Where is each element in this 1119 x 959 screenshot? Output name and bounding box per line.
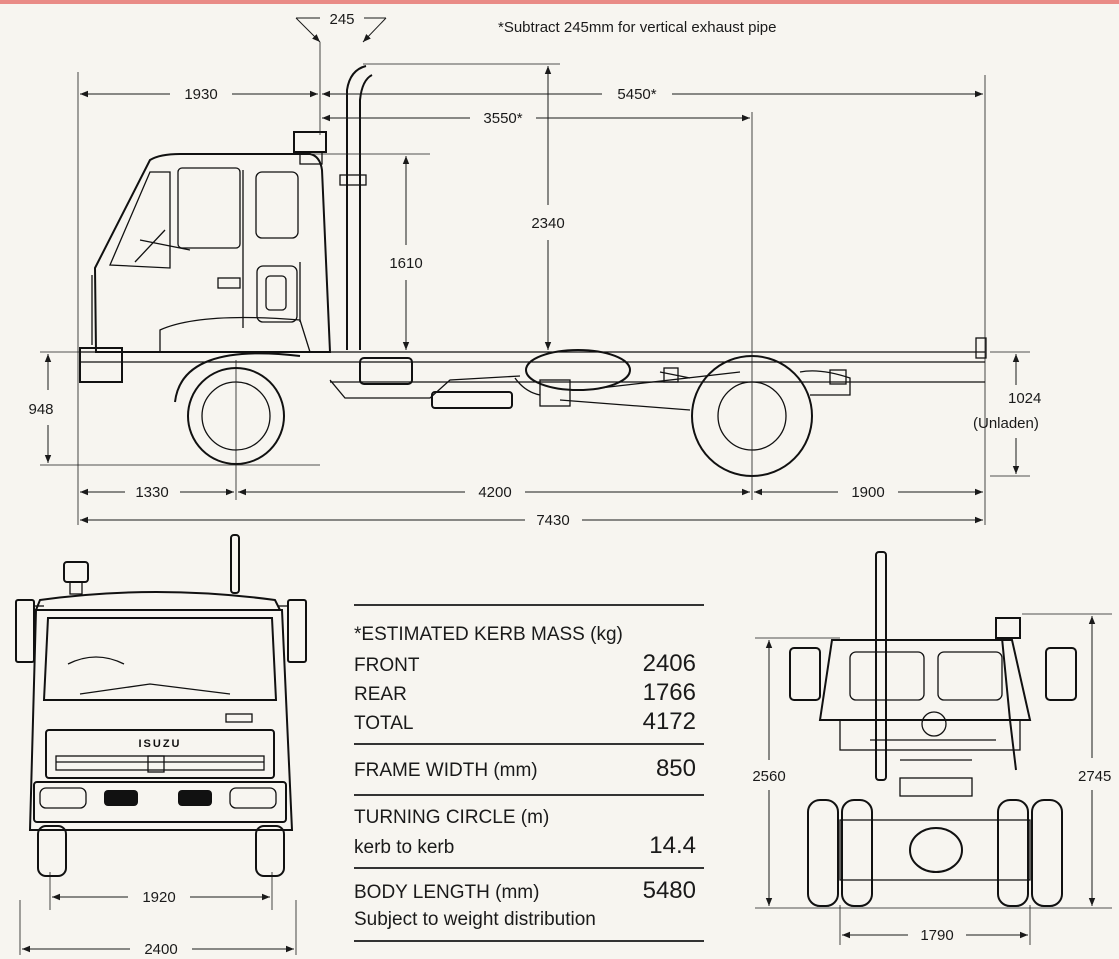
body-length-section: BODY LENGTH (mm) 5480 Subject to weight … [354,869,704,940]
dim-rear-overhang: 1900 [851,484,884,501]
body-length-note: Subject to weight distribution [354,909,596,930]
dim-overall-length: 7430 [536,512,569,529]
turning-circle-title: TURNING CIRCLE (m) [354,807,550,828]
dim-rear-height: 1024 [1008,390,1041,407]
front-view-dimensions: 1920 2400 [22,889,294,958]
spec-divider [354,794,704,796]
turning-circle-row: kerb to kerb 14.4 [354,832,696,861]
frame-width-label: FRAME WIDTH (mm) [354,760,538,781]
dim-front-track: 1920 [142,889,175,906]
kerb-front-label: FRONT [354,655,420,676]
dim-front-overhang: 1330 [135,484,168,501]
dim-exhaust-offset: 245 [329,11,354,28]
turning-circle-section: TURNING CIRCLE (m) kerb to kerb 14.4 [354,796,704,867]
dim-exhaust-to-axle: 3550* [483,110,522,127]
kerb-total-value: 4172 [642,708,696,735]
dim-frame-height: 948 [28,401,53,418]
rear-view-dimensions: 2560 2745 1790 [752,616,1111,944]
dim-rear-left-height: 2560 [752,768,785,785]
spec-divider [354,743,704,745]
rear-view-truck [755,551,1112,945]
kerb-rear-row: REAR 1766 [354,679,696,708]
body-length-value: 5480 [642,877,696,904]
dim-rear-height-note: (Unladen) [973,415,1039,432]
turning-circle-value: 14.4 [649,832,696,859]
spec-divider [354,604,704,606]
kerb-rear-label: REAR [354,684,407,705]
isuzu-badge: ISUZU [139,738,182,750]
dim-front-to-cab: 1930 [184,86,217,103]
kerb-front-row: FRONT 2406 [354,650,696,679]
spec-table: *ESTIMATED KERB MASS (kg) FRONT 2406 REA… [354,604,704,942]
frame-width-section: FRAME WIDTH (mm) 850 [354,745,704,794]
body-length-label: BODY LENGTH (mm) [354,882,540,903]
dim-exhaust-height: 2340 [531,215,564,232]
front-view-truck: ISUZU [15,534,307,955]
kerb-mass-section: *ESTIMATED KERB MASS (kg) FRONT 2406 REA… [354,606,704,743]
dim-rear-track: 1790 [920,927,953,944]
frame-width-row: FRAME WIDTH (mm) 850 [354,755,696,784]
body-length-row: BODY LENGTH (mm) 5480 [354,877,696,906]
dim-wheelbase: 4200 [478,484,511,501]
dim-cab-to-rear: 5450* [617,86,656,103]
frame-width-value: 850 [655,755,696,782]
spec-divider [354,940,704,942]
kerb-total-label: TOTAL [354,713,414,734]
top-edge-band [0,0,1119,4]
dim-rear-right-height: 2745 [1078,768,1111,785]
exhaust-note: *Subtract 245mm for vertical exhaust pip… [498,19,776,36]
kerb-mass-title: *ESTIMATED KERB MASS (kg) [354,624,623,645]
kerb-total-row: TOTAL 4172 [354,708,696,737]
dim-overall-width: 2400 [144,941,177,958]
dim-cab-height: 1610 [389,255,422,272]
side-view-dimensions: 245 1930 5450* 3550* 2340 1610 9 [28,11,1041,529]
side-view-truck [40,65,987,500]
kerb-rear-value: 1766 [642,679,696,706]
spec-divider [354,867,704,869]
turning-circle-label: kerb to kerb [354,837,455,858]
kerb-front-value: 2406 [642,650,696,677]
